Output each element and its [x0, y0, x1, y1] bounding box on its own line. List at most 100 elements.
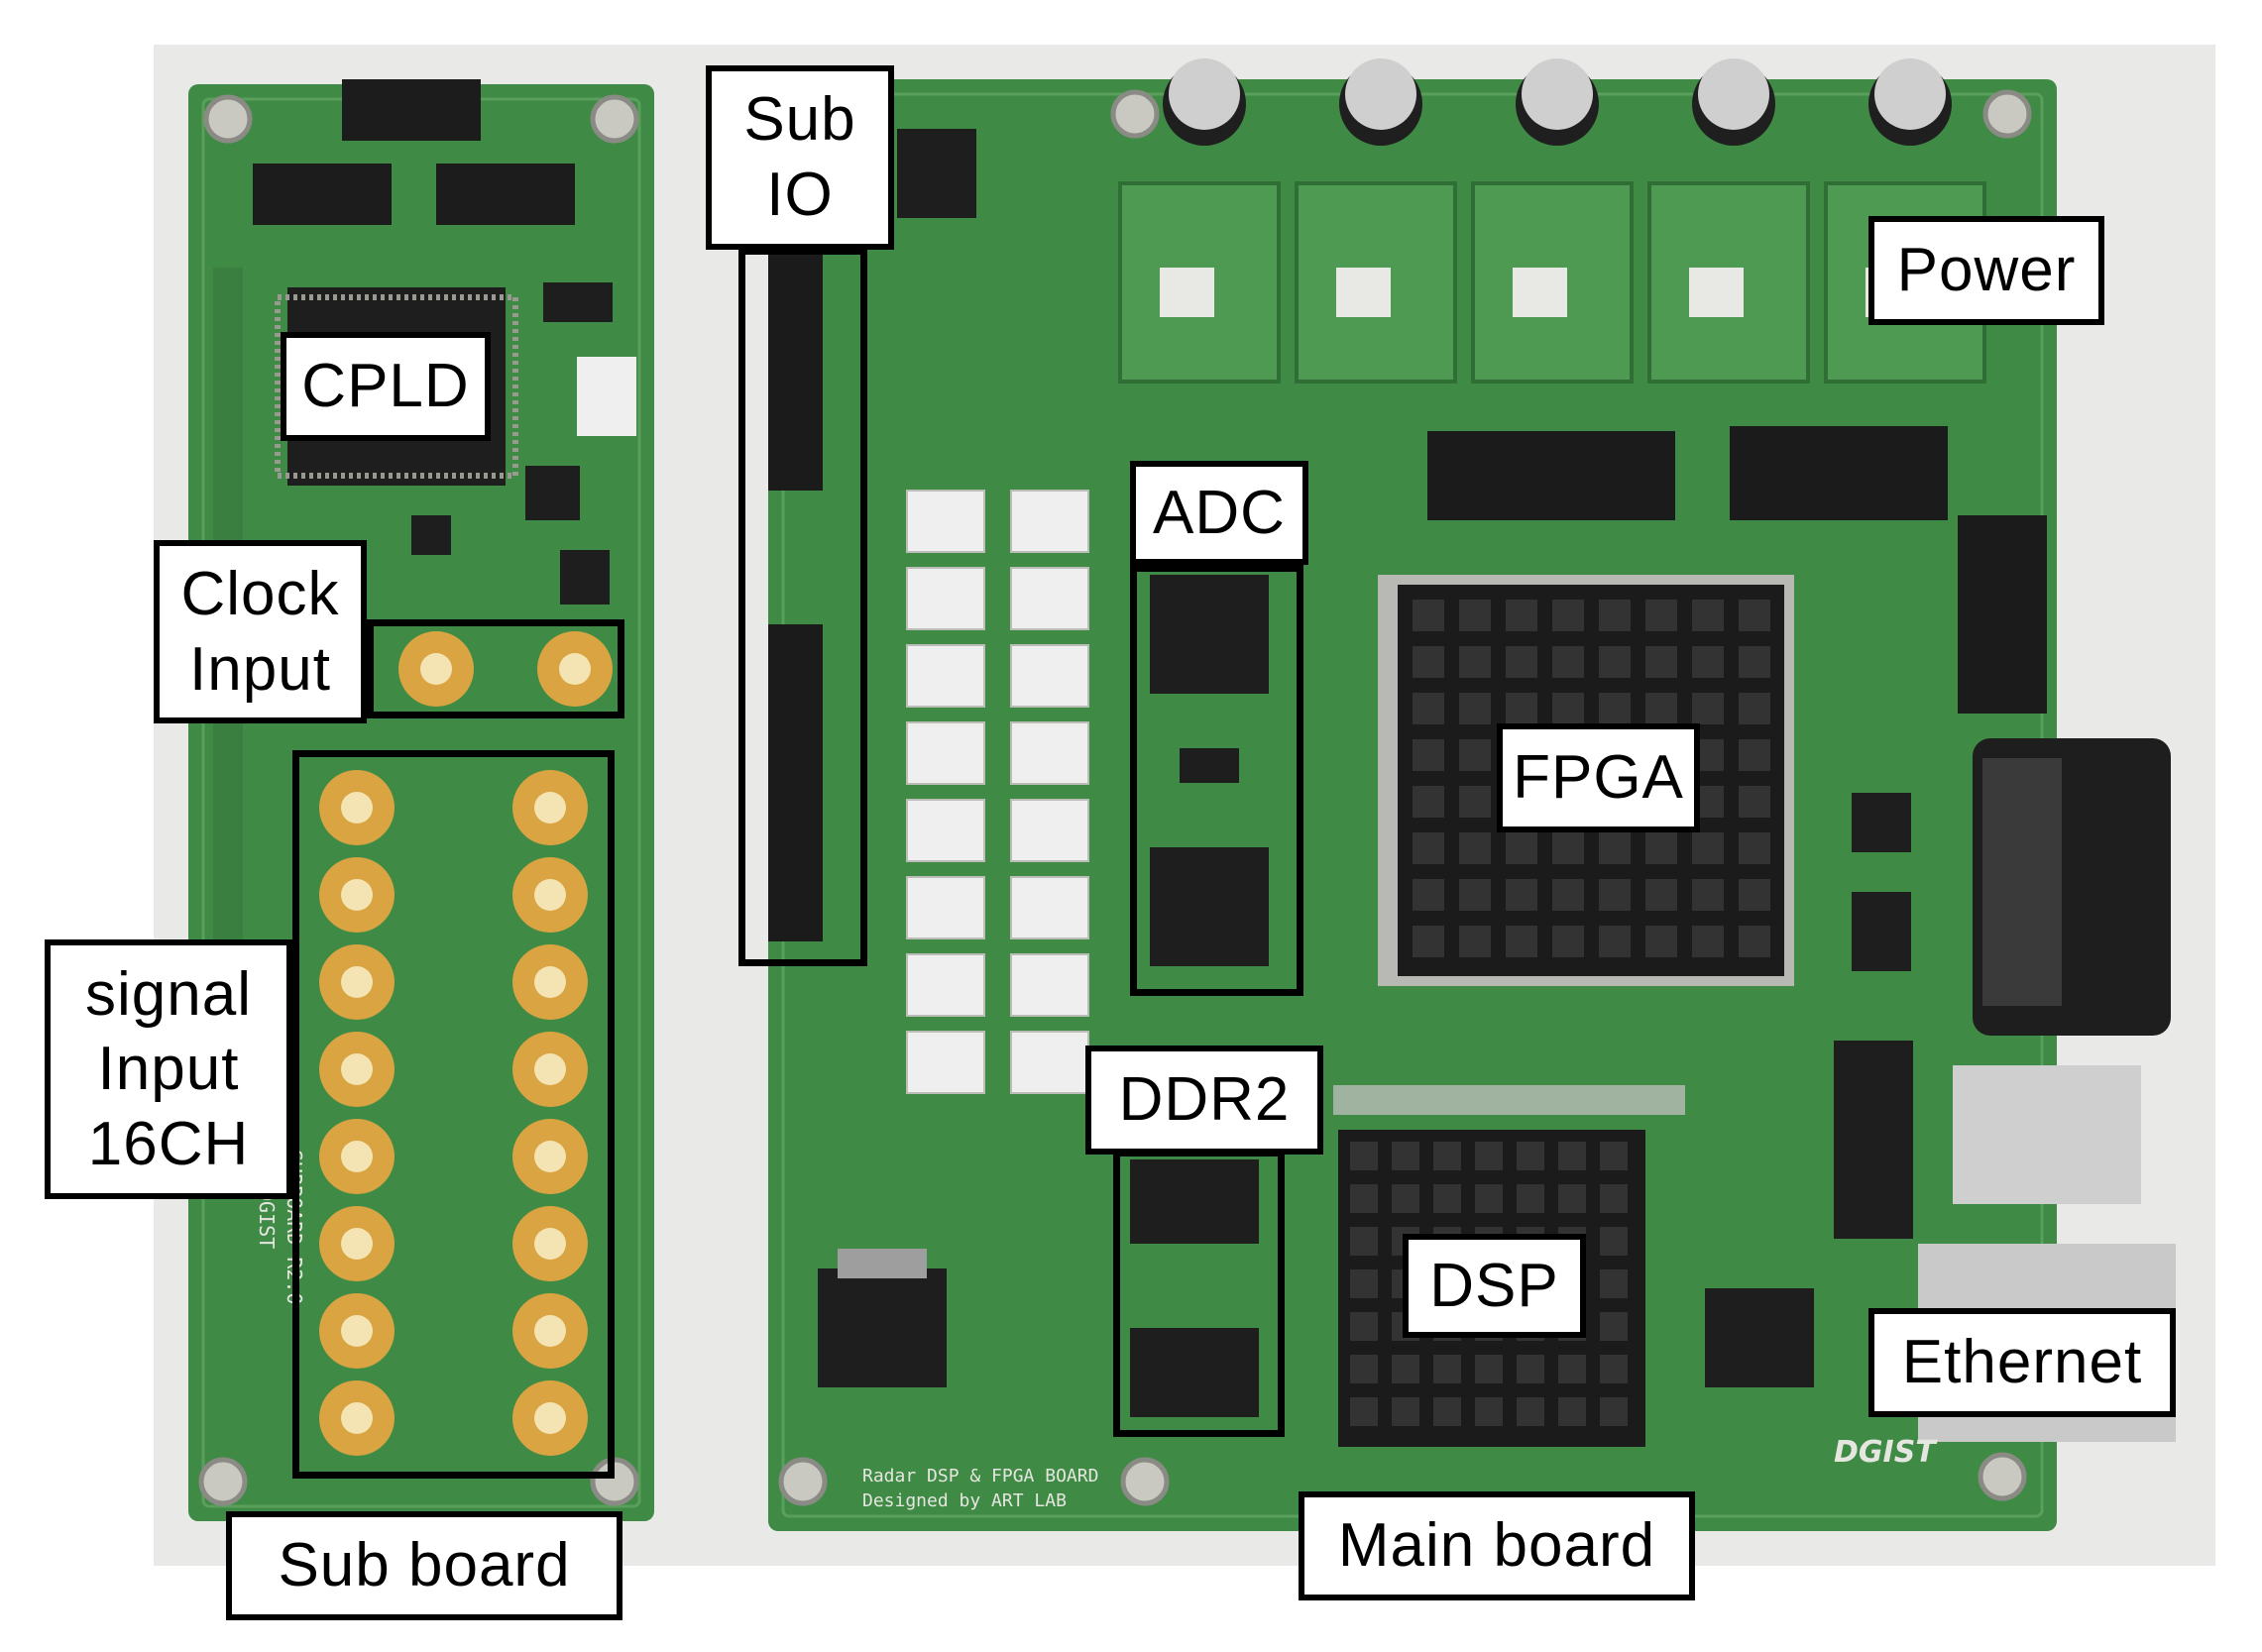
power-module-inductor: [1160, 268, 1214, 317]
heatsink-fin: [1645, 600, 1677, 631]
heatsink-fin: [1739, 879, 1770, 911]
heatsink-fin: [1413, 926, 1444, 957]
white-connector-block: [1010, 644, 1089, 708]
mounting-hole: [1110, 89, 1160, 139]
white-connector-block: [906, 1031, 985, 1094]
white-connector-block: [906, 953, 985, 1017]
heatsink-fin: [1350, 1227, 1378, 1256]
label-fpga: FPGA: [1497, 723, 1700, 832]
white-connector-block: [1010, 721, 1089, 785]
heatsink-fin: [1558, 1397, 1586, 1426]
heatsink-fin: [1506, 600, 1537, 631]
label-dsp: DSP: [1403, 1234, 1586, 1338]
connector-white: [577, 357, 636, 436]
signal-sma-connectors: [319, 770, 588, 1456]
heatsink-fin: [1475, 1397, 1503, 1426]
white-connector-block: [906, 876, 985, 939]
sub-io-header-bottom: [768, 624, 823, 941]
capacitor-top: [1522, 58, 1593, 130]
silkscreen-board-text-1: Radar DSP & FPGA BOARD: [862, 1466, 1098, 1487]
heatsink-fin: [1506, 926, 1537, 957]
white-connector-block: [906, 721, 985, 785]
heatsink-fin: [1433, 1184, 1461, 1213]
sma-connector-center: [341, 1141, 373, 1172]
ddr2-chip-bottom: [1130, 1328, 1259, 1417]
bottom-regulator: [818, 1268, 947, 1387]
sma-connector-center: [534, 879, 566, 911]
heatsink-fin: [1413, 786, 1444, 818]
sma-connector-center: [534, 792, 566, 824]
heatsink-fin: [1600, 1355, 1628, 1383]
heatsink-fin: [1459, 832, 1491, 864]
heatsink-fin: [1599, 646, 1631, 678]
sma-connector-center: [534, 1141, 566, 1172]
label-cpld: CPLD: [281, 332, 491, 441]
heatsink-fin: [1739, 693, 1770, 724]
heatsink-fin: [1413, 879, 1444, 911]
heatsink-fin: [1459, 926, 1491, 957]
sub-io-header-top: [768, 253, 823, 491]
heatsink-fin: [1599, 693, 1631, 724]
right-header-top: [1958, 515, 2047, 714]
heatsink-fin: [1552, 600, 1584, 631]
ddr2-chip-top: [1130, 1159, 1259, 1244]
capacitor-top: [1169, 58, 1240, 130]
jtag-header: [1730, 426, 1948, 520]
heatsink-fin: [1459, 739, 1491, 771]
heatsink-fin: [1459, 879, 1491, 911]
white-connector-block: [1010, 799, 1089, 862]
heatsink-fin: [1739, 600, 1770, 631]
heatsink-fin: [1739, 646, 1770, 678]
heatsink-fin: [1459, 693, 1491, 724]
heatsink-fin: [1350, 1312, 1378, 1341]
power-module-inductor: [1513, 268, 1567, 317]
label-adc: ADC: [1130, 461, 1308, 565]
small-ic: [560, 550, 610, 605]
heatsink-fin: [1739, 832, 1770, 864]
heatsink-fin: [1413, 693, 1444, 724]
pin-header: [253, 164, 392, 225]
clock-sma-connectors: [398, 631, 613, 707]
heatsink-fin: [1600, 1312, 1628, 1341]
sma-connector-center: [534, 966, 566, 998]
white-connector-block: [1010, 1031, 1089, 1094]
heatsink-fin: [1600, 1227, 1628, 1256]
white-connector-block: [906, 490, 985, 553]
heatsink-fin: [1600, 1184, 1628, 1213]
heatsink-fin: [1392, 1184, 1419, 1213]
heatsink-fin: [1599, 600, 1631, 631]
heatsink-fin: [1645, 926, 1677, 957]
adc-chip-top: [1150, 575, 1269, 694]
heatsink-fin: [1517, 1184, 1544, 1213]
heatsink-fin: [1475, 1142, 1503, 1170]
ethernet-phy-chip: [1705, 1288, 1814, 1387]
capacitor-top: [1345, 58, 1416, 130]
serial-ic: [1852, 892, 1911, 971]
sma-connector-center: [341, 1315, 373, 1347]
heatsink-fin: [1692, 879, 1724, 911]
label-clock-input: Clock Input: [154, 540, 367, 723]
heatsink-fin: [1552, 646, 1584, 678]
sma-connector-center: [341, 1228, 373, 1260]
heatsink-fin: [1350, 1397, 1378, 1426]
silkscreen-board-text-2: Designed by ART LAB: [862, 1490, 1067, 1511]
oscillator: [411, 515, 451, 555]
tall-ic: [1834, 1041, 1913, 1239]
heatsink-fin: [1599, 832, 1631, 864]
heatsink-fin: [1475, 1355, 1503, 1383]
silkscreen-logo: DGIST: [1834, 1435, 1938, 1470]
silkscreen-sub-board-text-2: DGIST: [255, 1189, 279, 1249]
heatsink-fin: [1645, 646, 1677, 678]
sma-connector-center: [534, 1053, 566, 1085]
ddr2-zone: [1113, 1150, 1285, 1437]
heatsink-fin: [1506, 693, 1537, 724]
heatsink-fin: [1600, 1397, 1628, 1426]
db9-shell: [1982, 758, 2062, 1006]
heatsink-fin: [1645, 832, 1677, 864]
heatsink-fin: [1692, 600, 1724, 631]
label-sub-board: Sub board: [226, 1511, 622, 1620]
heatsink-fin: [1413, 646, 1444, 678]
heatsink-fin: [1692, 832, 1724, 864]
mounting-hole: [203, 94, 253, 144]
